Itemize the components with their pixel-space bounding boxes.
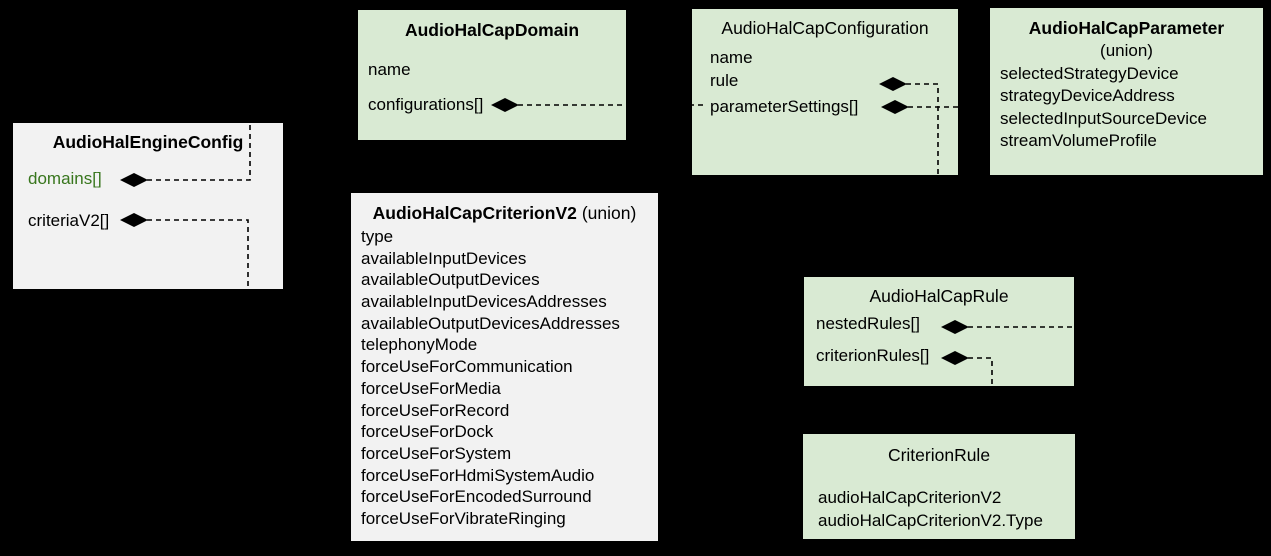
class-title: AudioHalEngineConfig xyxy=(52,132,244,152)
field-forceusefordock: forceUseForDock xyxy=(361,422,494,442)
class-title: AudioHalCapDomain xyxy=(404,20,580,40)
field-list: type availableInputDevices availableOutp… xyxy=(361,226,620,530)
field-type: type xyxy=(361,227,394,246)
class-box-audiohalcaprule: AudioHalCapRule nestedRules[] criterionR… xyxy=(804,277,1074,386)
class-title: CriterionRule xyxy=(887,445,991,465)
field-forceuseforsystem: forceUseForSystem xyxy=(361,443,512,463)
class-title: AudioHalCapParameter xyxy=(1028,18,1225,38)
class-title-name: AudioHalCapCriterionV2 xyxy=(372,203,577,223)
field-streamvolumeprofile: streamVolumeProfile xyxy=(1000,130,1157,150)
field-domains: domains[] xyxy=(28,169,102,188)
field-forceuseforrecord: forceUseForRecord xyxy=(361,400,510,420)
class-box-audiohalengineconfig: AudioHalEngineConfig domains[] criteriaV… xyxy=(13,123,283,289)
field-audiohalcapcriterionv2-type: audioHalCapCriterionV2.Type xyxy=(818,511,1043,530)
field-forceuseforcommunication: forceUseForCommunication xyxy=(361,357,573,377)
field-list: audioHalCapCriterionV2 audioHalCapCriter… xyxy=(818,486,1043,532)
class-box-criterionrule: CriterionRule audioHalCapCriterionV2 aud… xyxy=(803,434,1075,539)
field-forceuseforvibrateringing: forceUseForVibrateRinging xyxy=(361,508,566,528)
field-selectedstrategydevice: selectedStrategyDevice xyxy=(1000,64,1179,83)
field-selectedinputsourcedevice: selectedInputSourceDevice xyxy=(1000,108,1207,128)
field-name: name xyxy=(368,60,411,79)
field-forceuseforhdmisystemaudio: forceUseForHdmiSystemAudio xyxy=(361,465,595,485)
field-availableoutputdevices: availableOutputDevices xyxy=(361,270,540,290)
class-box-audiohalcapparameter: AudioHalCapParameter (union) selectedStr… xyxy=(990,8,1263,175)
field-audiohalcapcriterionv2: audioHalCapCriterionV2 xyxy=(818,488,1002,507)
class-subtitle-union: (union) xyxy=(1100,41,1153,60)
field-rule: rule xyxy=(710,71,739,90)
field-parametersettings: parameterSettings[] xyxy=(710,97,859,116)
field-availableinputdevices: availableInputDevices xyxy=(361,248,527,268)
class-title: AudioHalCapRule xyxy=(869,286,1009,306)
field-availableinputdevicesaddresses: availableInputDevicesAddresses xyxy=(361,292,607,312)
class-subtitle-union: (union) xyxy=(581,203,637,223)
field-criterionrules: criterionRules[] xyxy=(816,346,930,365)
class-title: AudioHalCapConfiguration xyxy=(721,18,929,38)
field-availableoutputdevicesaddresses: availableOutputDevicesAddresses xyxy=(361,313,620,333)
class-title: AudioHalCapCriterionV2(union) xyxy=(351,203,658,223)
field-telephonymode: telephonyMode xyxy=(361,335,478,355)
field-forceuseforencodedsurround: forceUseForEncodedSurround xyxy=(361,487,592,507)
class-box-audiohalcapdomain: AudioHalCapDomain name configurations[] xyxy=(358,10,626,140)
field-configurations: configurations[] xyxy=(368,95,484,114)
field-criteriav2: criteriaV2[] xyxy=(28,211,110,230)
field-forceuseformedia: forceUseForMedia xyxy=(361,378,501,398)
field-name: name xyxy=(710,48,753,67)
field-nestedrules: nestedRules[] xyxy=(816,314,920,333)
class-box-audiohalcapcriterionv2: AudioHalCapCriterionV2(union) type avail… xyxy=(351,193,658,541)
class-box-audiohalcapconfiguration: AudioHalCapConfiguration name rule param… xyxy=(692,9,958,175)
field-strategydeviceaddress: strategyDeviceAddress xyxy=(1000,86,1175,106)
field-list: selectedStrategyDevice strategyDeviceAdd… xyxy=(1000,63,1207,152)
